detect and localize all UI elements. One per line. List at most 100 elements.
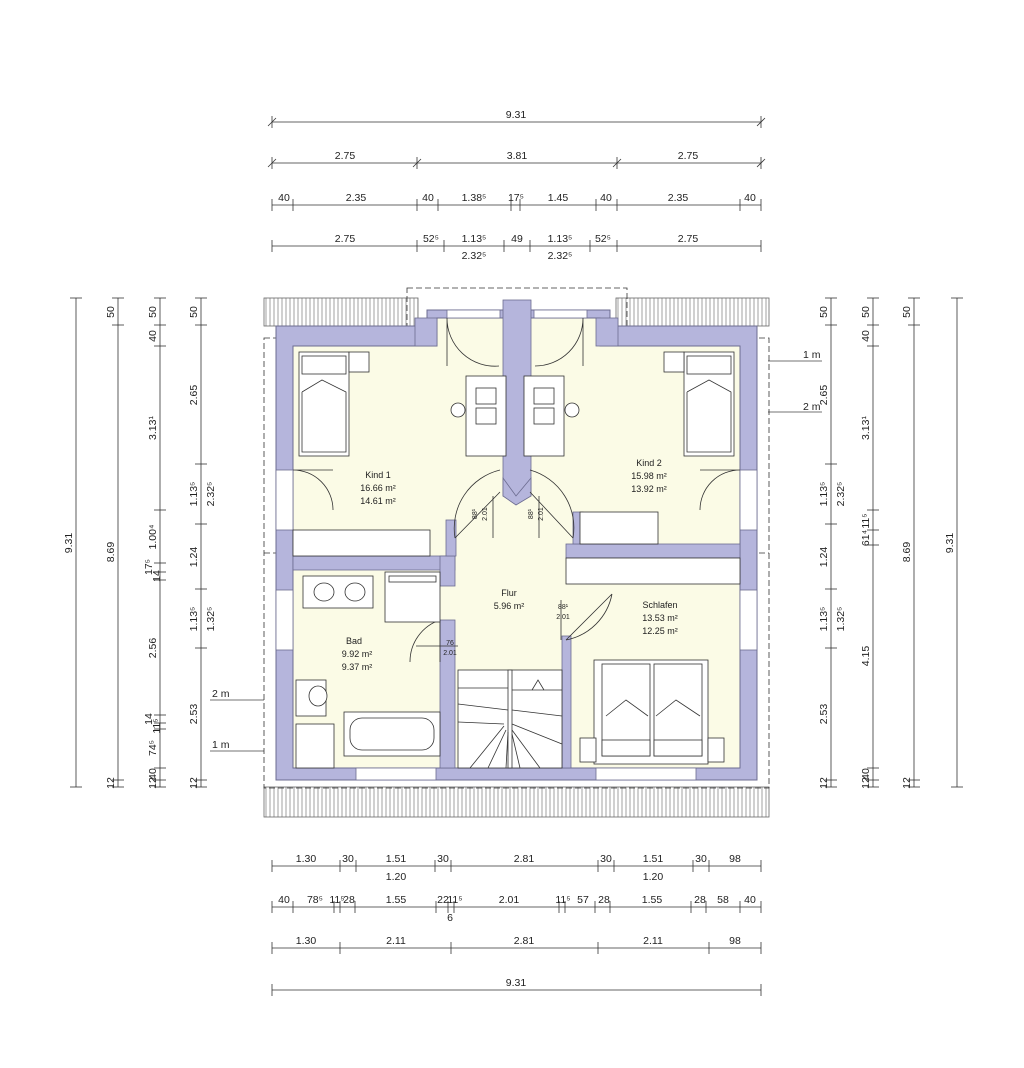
dim-label: 1.38⁵ bbox=[462, 192, 487, 204]
dim-label: 11⁵ bbox=[860, 513, 872, 528]
dim-label: 52⁵ bbox=[595, 233, 611, 245]
bed-kind2 bbox=[663, 351, 735, 457]
dim-label: 61⁴ bbox=[860, 530, 872, 546]
room-area-schlafen-net: 12.25 m² bbox=[642, 626, 678, 636]
dim-label: 30 bbox=[695, 853, 707, 865]
room-labels: Kind 1 16.66 m² 14.61 m² Kind 2 15.98 m²… bbox=[342, 458, 678, 672]
door-swing bbox=[453, 469, 501, 539]
dim-label: 12 bbox=[188, 777, 200, 789]
dim-label: 2.01 bbox=[499, 894, 520, 906]
dim-label: 2.75 bbox=[678, 150, 699, 162]
toilet bbox=[295, 679, 328, 717]
dim-label: 1.32⁵ bbox=[835, 607, 847, 632]
bottom-dimension-labels: 1.30 30 1.51 30 2.81 30 1.51 30 98 1.20 … bbox=[278, 853, 756, 989]
door-swing bbox=[292, 469, 334, 511]
dim-label: 12 bbox=[105, 777, 117, 789]
door-labels: 88¹ 2.01 88¹ 2.01 88¹ 2.01 76 2.01 bbox=[443, 507, 570, 657]
dim-label: 3.13¹ bbox=[147, 416, 159, 440]
dim-label: 2.35 bbox=[346, 192, 367, 204]
dim-label: 50 bbox=[105, 306, 117, 318]
dim-label: 57 bbox=[577, 894, 589, 906]
dim-label: 1.20 bbox=[643, 871, 664, 883]
room-name-schlafen: Schlafen bbox=[642, 600, 677, 610]
dim-label: 50 bbox=[188, 306, 200, 318]
height-mark-label: 1 m bbox=[803, 349, 821, 361]
room-area-kind2: 15.98 m² bbox=[631, 471, 667, 481]
dim-label: 6 bbox=[447, 912, 453, 924]
room-area-flur: 5.96 m² bbox=[494, 601, 525, 611]
room-area-kind1-net: 14.61 m² bbox=[360, 496, 396, 506]
dim-label: 40 bbox=[744, 894, 756, 906]
room-area-bad-net: 9.37 m² bbox=[342, 662, 373, 672]
dim-label: 1.13⁵ bbox=[818, 482, 830, 507]
dim-label: 1.20 bbox=[386, 871, 407, 883]
dim-label: 11⁵ bbox=[447, 894, 462, 906]
dim-label: 2.53 bbox=[818, 704, 830, 725]
dim-label: 1.32⁵ bbox=[205, 607, 217, 632]
bottom-dimensions bbox=[271, 860, 762, 996]
dim-label: 30 bbox=[600, 853, 612, 865]
dim-label: 2.11 bbox=[643, 935, 663, 947]
dim-label: 2.11 bbox=[386, 935, 406, 947]
right-dimension-labels: 9.31 50 8.69 12 50 40 3.13¹ 11⁵ 61⁴ 4.15… bbox=[818, 306, 956, 789]
dim-label: 2.53 bbox=[188, 704, 200, 725]
staircase bbox=[457, 669, 563, 769]
windows bbox=[275, 309, 758, 781]
room-name-bad: Bad bbox=[346, 636, 362, 646]
dim-label: 78⁵ bbox=[307, 894, 323, 906]
dim-label: 22 bbox=[437, 894, 449, 906]
dim-label: 9.31 bbox=[944, 533, 956, 554]
dim-label: 28 bbox=[343, 894, 355, 906]
door-height-label: 2.01 bbox=[556, 614, 570, 621]
dim-label: 14 bbox=[151, 570, 163, 582]
dim-label: 50 bbox=[860, 306, 872, 318]
dim-label: 98 bbox=[729, 853, 741, 865]
dim-label: 1.13⁵ bbox=[188, 482, 200, 507]
right-dimensions bbox=[825, 297, 963, 788]
dim-label: 30 bbox=[437, 853, 449, 865]
door-height-label: 2.01 bbox=[443, 650, 457, 657]
dim-label: 28 bbox=[694, 894, 706, 906]
dim-label: 17⁵ bbox=[143, 559, 155, 575]
dim-label: 2.32⁵ bbox=[462, 250, 487, 262]
top-dimension-labels: 9.31 2.75 3.81 2.75 40 2.35 40 1.38⁵ 17⁵… bbox=[278, 109, 756, 262]
dim-label: 1.51 bbox=[386, 853, 407, 865]
left-dimension-labels: 9.31 50 8.69 12 50 40 3.13¹ 1.00⁴ 17⁵ 14… bbox=[63, 306, 217, 789]
dim-label: 40 bbox=[860, 768, 872, 780]
dim-label: 8.69 bbox=[901, 542, 913, 563]
furniture bbox=[292, 351, 741, 769]
dim-label: 9.31 bbox=[506, 109, 527, 121]
door-swing bbox=[446, 317, 500, 367]
dim-label: 28 bbox=[598, 894, 610, 906]
bath-cabinet bbox=[295, 723, 335, 769]
dim-label: 1.13⁵ bbox=[188, 607, 200, 632]
dim-label: 30 bbox=[342, 853, 354, 865]
door-swing bbox=[529, 469, 575, 539]
room-area-kind2-net: 13.92 m² bbox=[631, 484, 667, 494]
dim-label: 1.55 bbox=[642, 894, 663, 906]
dim-label: 40 bbox=[744, 192, 756, 204]
dim-label: 2.65 bbox=[818, 385, 830, 406]
dim-label: 40 bbox=[147, 768, 159, 780]
dim-label: 40 bbox=[600, 192, 612, 204]
dim-label: 52⁵ bbox=[423, 233, 439, 245]
dim-label: 1.13⁵ bbox=[818, 607, 830, 632]
dim-label: 14 bbox=[143, 713, 155, 725]
bathtub bbox=[343, 711, 441, 757]
height-mark-labels: 1 m 2 m 2 m 1 m bbox=[212, 349, 821, 751]
desk-left bbox=[450, 375, 507, 457]
dim-label: 8.69 bbox=[105, 542, 117, 563]
dim-label: 40 bbox=[278, 192, 290, 204]
sinks bbox=[302, 575, 374, 609]
door-swing bbox=[699, 469, 741, 511]
dim-label: 2.75 bbox=[335, 150, 356, 162]
dim-label: 12 bbox=[901, 777, 913, 789]
room-area-kind1: 16.66 m² bbox=[360, 483, 396, 493]
dim-label: 2.56 bbox=[147, 638, 159, 659]
door-height-label: 2.01 bbox=[538, 507, 545, 521]
dim-label: 12 bbox=[147, 777, 159, 789]
dim-label: 11⁵ bbox=[555, 894, 570, 906]
dim-label: 1.51 bbox=[643, 853, 664, 865]
dim-label: 1.00⁴ bbox=[147, 525, 159, 550]
room-name-kind2: Kind 2 bbox=[636, 458, 662, 468]
